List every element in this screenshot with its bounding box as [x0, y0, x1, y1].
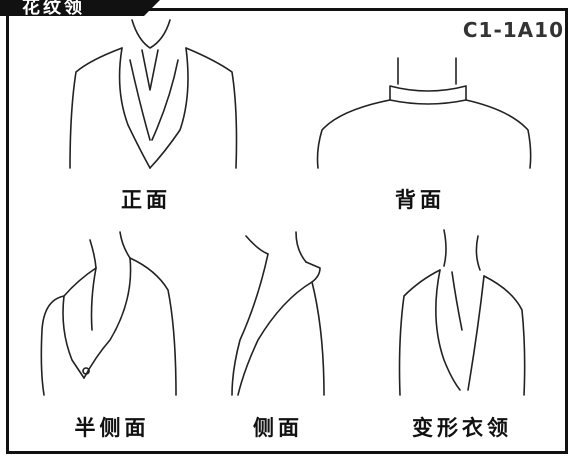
- caption-back: 背面: [395, 188, 445, 212]
- title-tab: 花纹领: [0, 0, 160, 16]
- page-frame: [6, 8, 568, 454]
- caption-transformed-collar: 变形衣领: [412, 416, 512, 440]
- reference-code: C1-1A10: [462, 18, 564, 42]
- caption-front: 正面: [121, 188, 171, 212]
- caption-half-side: 半侧面: [74, 416, 150, 440]
- page-title: 花纹领: [22, 0, 85, 18]
- caption-side: 侧面: [253, 416, 303, 440]
